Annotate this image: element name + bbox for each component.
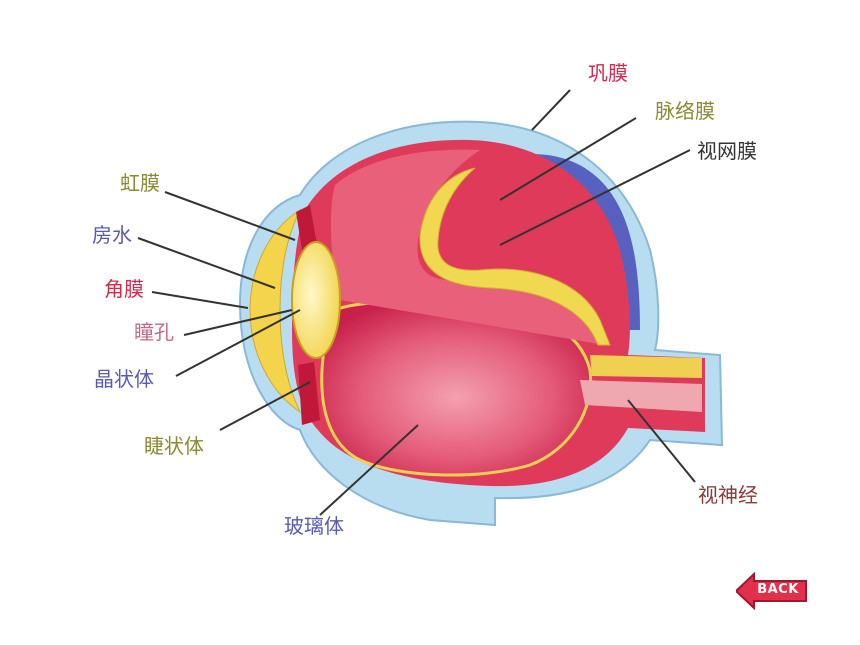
label-sclera: 巩膜 <box>588 61 628 85</box>
label-pupil: 瞳孔 <box>134 320 174 344</box>
label-iris: 虹膜 <box>120 171 160 195</box>
cornea-shape <box>249 208 302 414</box>
label-optic-nerve: 视神经 <box>698 483 758 507</box>
label-ciliary-body: 睫状体 <box>144 434 204 458</box>
back-button[interactable]: BACK <box>736 572 808 610</box>
leader-lines <box>137 89 696 516</box>
back-button-label: BACK <box>757 582 799 597</box>
optic-nerve-shape <box>590 355 702 378</box>
retina-shape <box>419 167 611 346</box>
label-vitreous-body: 玻璃体 <box>284 514 344 538</box>
lens-shape <box>291 241 341 359</box>
label-aqueous-humor: 房水 <box>92 223 132 247</box>
label-cornea: 角膜 <box>104 277 144 301</box>
back-arrow-icon <box>736 572 807 610</box>
label-lens: 晶状体 <box>94 367 154 391</box>
label-choroid: 脉络膜 <box>655 99 715 123</box>
inner-chamber-shape <box>330 149 605 345</box>
label-retina: 视网膜 <box>697 139 757 163</box>
